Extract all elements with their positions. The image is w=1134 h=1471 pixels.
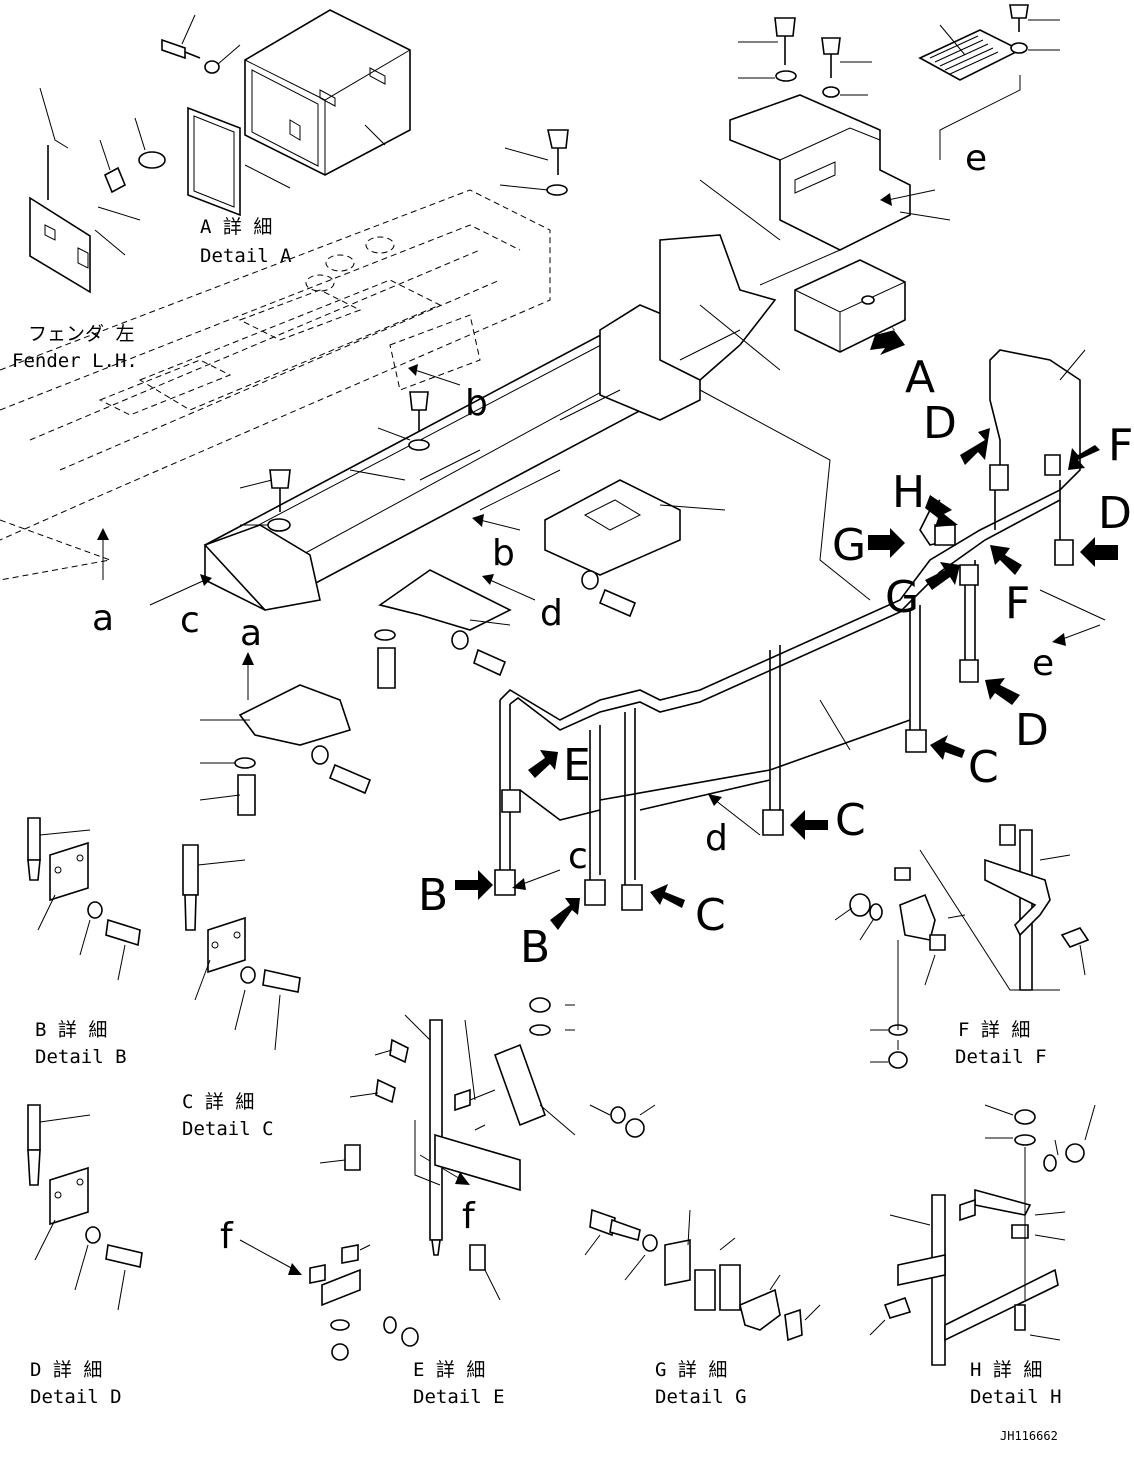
step-box-group xyxy=(729,4,1060,353)
fender-label-en: Fender L.H. xyxy=(12,350,138,372)
callout-G-left: G xyxy=(832,520,866,571)
frame-rail-group xyxy=(199,129,781,816)
detail-h-group: H 詳 細 Detail H xyxy=(869,1104,1096,1408)
detail-g-label-en: Detail G xyxy=(655,1386,747,1408)
callout-a-left: a xyxy=(92,598,114,639)
detail-a-label-en: Detail A xyxy=(200,245,292,267)
detail-h-label-jp: H 詳 細 xyxy=(970,1359,1042,1381)
detail-a-group: A 詳 細 Detail A xyxy=(29,9,411,294)
handrail-group xyxy=(494,179,1106,911)
callout-F-right: F xyxy=(1108,420,1133,471)
detail-f-label-jp: F 詳 細 xyxy=(958,1019,1030,1041)
fender-lh-group: フェンダ 左 Fender L.H. xyxy=(0,189,551,581)
callout-B-lower: B xyxy=(520,922,550,973)
callout-D-bottom: D xyxy=(1015,705,1049,756)
detail-d-label-jp: D 詳 細 xyxy=(30,1359,102,1381)
callout-C-right: C xyxy=(968,742,999,793)
detail-a-label-jp: A 詳 細 xyxy=(200,216,272,238)
callout-b-mid: b xyxy=(492,533,515,574)
callout-F-lower: F xyxy=(1005,578,1030,629)
detail-d-label-en: Detail D xyxy=(30,1386,122,1408)
detail-e-label-jp: E 詳 細 xyxy=(413,1359,485,1381)
detail-b-group: B 詳 細 Detail B xyxy=(27,817,141,1068)
detail-d-group: D 詳 細 Detail D xyxy=(27,1104,143,1408)
callout-H: H xyxy=(892,467,925,518)
callout-C-mid: C xyxy=(835,795,866,846)
callout-C-lower: C xyxy=(695,890,726,941)
callout-e-right: e xyxy=(1032,643,1054,684)
detail-b-label-jp: B 詳 細 xyxy=(35,1019,107,1041)
callout-A: A xyxy=(905,352,935,403)
callout-D-top: D xyxy=(923,398,957,449)
callout-c-left: c xyxy=(180,600,200,641)
detail-g-label-jp: G 詳 細 xyxy=(655,1359,727,1381)
callout-a-mid: a xyxy=(240,613,262,654)
callout-b-top: b xyxy=(465,383,488,424)
detail-f-group: F 詳 細 Detail F xyxy=(834,824,1090,1069)
detail-c-label-en: Detail C xyxy=(182,1118,274,1140)
callout-D-right: D xyxy=(1098,488,1132,539)
callout-f-mid: f xyxy=(462,1196,476,1237)
callout-arrows xyxy=(97,189,1118,1275)
callout-e-top: e xyxy=(965,138,987,179)
callout-G-lower: G xyxy=(885,572,919,623)
callout-E: E xyxy=(563,740,591,791)
detail-e-label-en: Detail E xyxy=(413,1386,505,1408)
detail-h-label-en: Detail H xyxy=(970,1386,1062,1408)
callout-letters: A D F H D G G F D C C E B B C e b b a a … xyxy=(92,138,1133,1257)
callout-B-left: B xyxy=(418,870,448,921)
detail-f-label-en: Detail F xyxy=(955,1046,1047,1068)
detail-b-label-en: Detail B xyxy=(35,1046,127,1068)
drawing-code: JH116662 xyxy=(1000,1429,1058,1443)
callout-d-mid: d xyxy=(540,593,563,634)
detail-c-group: C 詳 細 Detail C xyxy=(182,844,301,1140)
callout-d-lower: d xyxy=(705,818,728,859)
bolt-set xyxy=(234,129,637,816)
detail-e-group: E 詳 細 Detail E xyxy=(309,997,656,1408)
detail-g-group: G 詳 細 Detail G xyxy=(584,1208,821,1408)
callout-c-lower: c xyxy=(568,836,588,877)
fender-label-jp: フェンダ 左 xyxy=(28,323,134,345)
callout-f-left: f xyxy=(220,1216,234,1257)
detail-c-label-jp: C 詳 細 xyxy=(182,1091,254,1113)
